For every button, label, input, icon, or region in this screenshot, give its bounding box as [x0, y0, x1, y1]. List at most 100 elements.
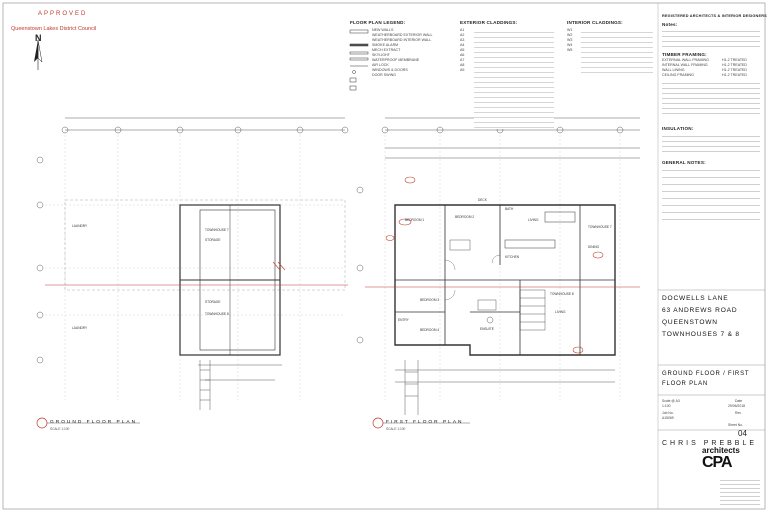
room-label: BEDROOM 3 — [420, 298, 440, 302]
room-label: STORAGE — [205, 238, 221, 242]
firm-name: CHRIS PREBBLE — [662, 440, 758, 447]
ground-floor-plan-label: GROUND FLOOR PLAN — [50, 420, 138, 425]
insulation-title: INSULATION: — [662, 126, 694, 131]
interior-claddings-title: INTERIOR CLADDINGS: — [567, 20, 623, 25]
legend-symbols — [349, 29, 369, 91]
exterior-cladding-text-block — [474, 29, 554, 129]
job-value: A15069 — [662, 416, 674, 420]
cladding-code: A2 — [460, 33, 465, 37]
firm-logo-mark: CPA — [702, 454, 733, 471]
timber-framing-title: TIMBER FRAMING: — [662, 52, 707, 57]
room-label: DECK — [478, 198, 487, 202]
timber-text-block — [662, 80, 760, 118]
room-label: BEDROOM 4 — [420, 328, 440, 332]
timber-item: CEILING FRAMING — [662, 73, 694, 77]
sheet-no-label: Sheet No. — [728, 423, 744, 427]
room-label: LAUNDRY — [72, 326, 88, 330]
cladding-code: A3 — [460, 38, 465, 42]
sheet-title: GROUND FLOOR / FIRST FLOOR PLAN — [662, 371, 749, 387]
ground-plan-marker-icon — [36, 417, 48, 429]
room-label: BATH — [505, 207, 514, 211]
timber-item: INTERNAL WALL FRAMING — [662, 63, 708, 67]
general-notes-title: GENERAL NOTES: — [662, 160, 706, 165]
sheet-title-line: GROUND FLOOR / FIRST — [662, 371, 750, 377]
legend-item: WEATHERBOARD INTERIOR WALL — [372, 38, 432, 42]
legend-list: NEW WALLS WEATHERBOARD EXTERIOR WALL WEA… — [372, 28, 444, 78]
general-notes-text-block — [662, 167, 760, 222]
room-label: TOWNHOUSE 7 — [588, 225, 612, 229]
project-line: DOCWELLS LANE — [662, 295, 729, 302]
timber-item: WALL LINING — [662, 68, 685, 72]
project-address: DOCWELLS LANE 63 ANDREWS ROAD QUEENSTOWN… — [662, 295, 740, 338]
cladding-code: A1 — [460, 28, 465, 32]
room-label: LAUNDRY — [72, 224, 88, 228]
cladding-code: A4 — [460, 43, 465, 47]
interior-cladding-text-block — [581, 29, 653, 74]
rev-label: Rev — [735, 411, 742, 415]
north-label: N — [35, 33, 42, 43]
date-value: 29/06/2018 — [728, 404, 745, 408]
timber-code: H1.2 TREATED — [722, 73, 748, 77]
interior-cladding-codes: W1 W2 W3 W4 W5 — [567, 28, 579, 53]
timber-code: H1.2 TREATED — [722, 68, 748, 72]
exterior-cladding-codes: A1 A2 A3 A4 A5 A6 A7 A8 A9 — [460, 28, 472, 73]
first-floor-plan-scale: SCALE 1:100 — [386, 427, 406, 431]
sheet-title-line: FLOOR PLAN — [662, 381, 709, 387]
ground-floor-plan-scale: SCALE 1:100 — [50, 427, 70, 431]
notes-title: Notes: — [662, 22, 678, 27]
north-arrow-icon — [34, 39, 43, 70]
room-label: BEDROOM 1 — [405, 218, 425, 222]
council-name: Queenstown Lakes District Council — [11, 26, 97, 32]
timber-code: H1.2 TREATED — [722, 63, 748, 67]
project-line: TOWNHOUSES 7 & 8 — [662, 331, 740, 338]
cladding-code: A9 — [460, 68, 465, 72]
cladding-code: A6 — [460, 53, 465, 57]
first-plan-marker-icon — [372, 417, 384, 429]
room-label: KITCHEN — [505, 255, 519, 259]
cladding-code: W2 — [567, 33, 573, 37]
room-label: BEDROOM 2 — [455, 215, 475, 219]
room-label: LIVING — [528, 218, 539, 222]
legend-item: NEW WALLS — [372, 28, 394, 32]
room-label: DINING — [588, 245, 600, 249]
first-floor-plan-label: FIRST FLOOR PLAN — [386, 420, 464, 425]
legend-item: WEATHERBOARD EXTERIOR WALL — [372, 33, 433, 37]
cladding-code: A8 — [460, 63, 465, 67]
exterior-claddings-title: EXTERIOR CLADDINGS: — [460, 20, 518, 25]
legend-item: DOOR SWING — [372, 73, 396, 77]
cladding-code: W5 — [567, 48, 573, 52]
cladding-code: A7 — [460, 58, 465, 62]
project-line: 63 ANDREWS ROAD — [662, 307, 738, 314]
room-label: LIVING — [555, 310, 566, 314]
timber-item: EXTERNAL WALL FRAMING — [662, 58, 709, 62]
room-label: TOWNHOUSE 8 — [205, 312, 229, 316]
legend-item: WINDOWS & DOORS — [372, 68, 408, 72]
approval-stamp: APPROVED — [38, 11, 88, 17]
sheet-no-value: 04 — [738, 429, 747, 438]
legend-item: AIR LOCK — [372, 63, 389, 67]
timber-code: H1.2 TREATED — [722, 58, 748, 62]
room-label: TOWNHOUSE 8 — [550, 292, 574, 296]
insulation-text-block — [662, 133, 760, 155]
firm-type: architects — [702, 446, 740, 455]
scale-label: Scale @ A3 — [662, 399, 680, 403]
cladding-code: W3 — [567, 38, 573, 42]
legend-item: SMOKE ALARM — [372, 43, 399, 47]
legend-item: WATERPROOF MEMBRANE — [372, 58, 420, 62]
job-label: Job No. — [662, 411, 674, 415]
cladding-code: W4 — [567, 43, 573, 47]
room-label: STORAGE — [205, 300, 221, 304]
cladding-code: W1 — [567, 28, 573, 32]
first-floor-plan — [356, 117, 640, 415]
room-label: TOWNHOUSE 7 — [205, 228, 229, 232]
legend-item: MECH EXTRACT — [372, 48, 401, 52]
legend-title: FLOOR PLAN LEGEND: — [350, 20, 406, 25]
project-line: QUEENSTOWN — [662, 319, 718, 326]
notes-text-block — [662, 28, 760, 48]
scale-value: 1:100 — [662, 404, 671, 408]
timber-codes: H1.2 TREATED H1.2 TREATED H1.2 TREATED H… — [722, 58, 762, 78]
room-label: ENSUITE — [480, 327, 494, 331]
firm-header: REGISTERED ARCHITECTS & INTERIOR DESIGNE… — [662, 14, 767, 18]
